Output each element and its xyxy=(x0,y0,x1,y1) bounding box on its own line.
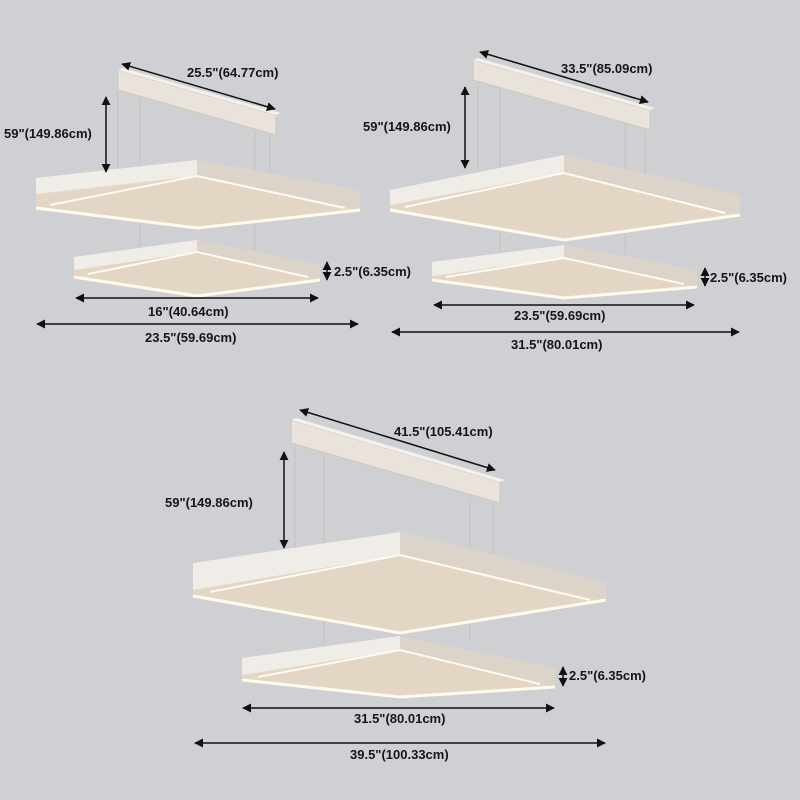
ring-thickness-label: 2.5"(6.35cm) xyxy=(334,264,411,279)
hanging-height-label: 59"(149.86cm) xyxy=(165,495,253,510)
fixture-medium xyxy=(389,49,741,337)
upper-ring-width-label: 39.5"(100.33cm) xyxy=(350,747,449,762)
fixture-large xyxy=(192,408,607,748)
upper-ring-width-label: 31.5"(80.01cm) xyxy=(511,337,603,352)
hanging-height-label: 59"(149.86cm) xyxy=(363,119,451,134)
canopy-length-label: 41.5"(105.41cm) xyxy=(394,424,493,439)
ring-thickness-label: 2.5"(6.35cm) xyxy=(569,668,646,683)
lower-ring-width-label: 23.5"(59.69cm) xyxy=(514,308,606,323)
fixture-small xyxy=(35,61,361,329)
lower-ring-width-label: 31.5"(80.01cm) xyxy=(354,711,446,726)
lower-ring-width-label: 16"(40.64cm) xyxy=(148,304,229,319)
upper-ring-width-label: 23.5"(59.69cm) xyxy=(145,330,237,345)
canopy-length-label: 25.5"(64.77cm) xyxy=(187,65,279,80)
ring-thickness-label: 2.5"(6.35cm) xyxy=(710,270,787,285)
hanging-height-label: 59"(149.86cm) xyxy=(4,126,92,141)
canopy-length-label: 33.5"(85.09cm) xyxy=(561,61,653,76)
